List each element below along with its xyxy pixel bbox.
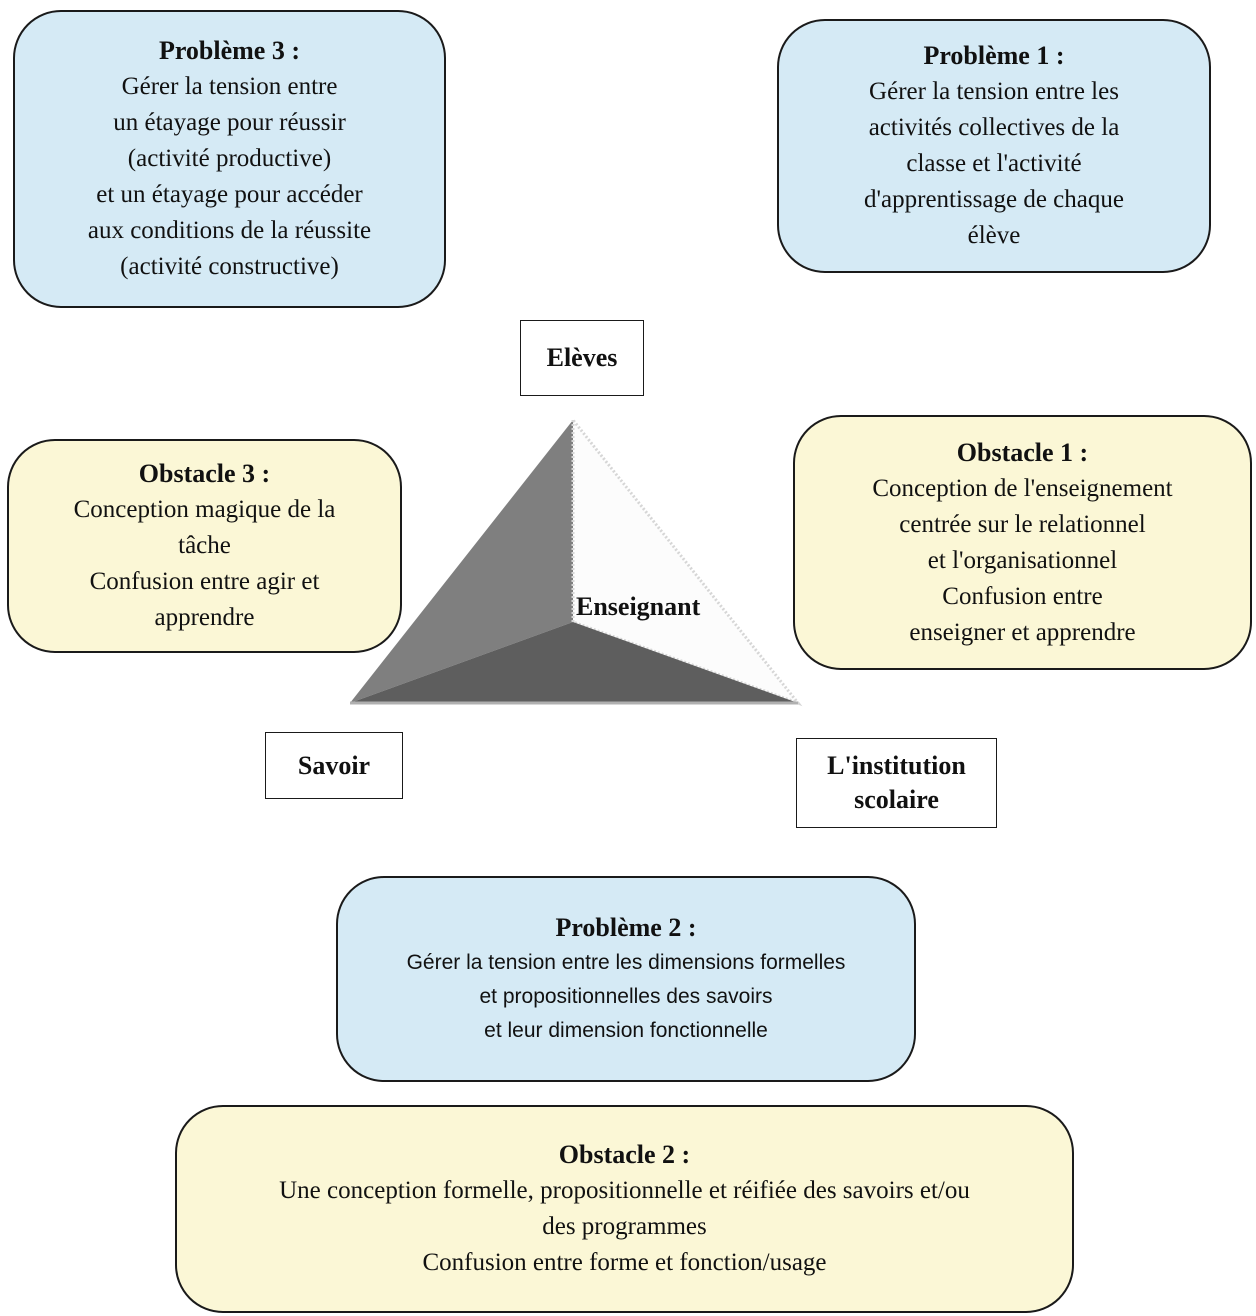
problem-1-box: Problème 1 : Gérer la tension entre les … <box>777 19 1211 273</box>
obstacle-1-box: Obstacle 1 : Conception de l'enseignemen… <box>793 415 1252 670</box>
obstacle-1-line: et l'organisationnel <box>927 546 1118 574</box>
problem-2-line: Gérer la tension entre les dimensions fo… <box>406 951 846 974</box>
pyramid-face-left <box>350 420 573 703</box>
problem-3-line: Gérer la tension entre <box>121 73 338 100</box>
obstacle-3-title: Obstacle 3 : <box>138 459 271 488</box>
vertex-label-institution-line2: scolaire <box>854 785 939 814</box>
obstacle-1-line: Conception de l'enseignement <box>872 474 1173 502</box>
problem-1-line: d'apprentissage de chaque <box>864 186 1124 213</box>
problem-2-line: et leur dimension fonctionnelle <box>484 1019 768 1042</box>
problem-3-line: (activité productive) <box>127 145 332 172</box>
vertex-label-eleves: Elèves <box>520 320 644 396</box>
obstacle-3-line: Conception magique de la <box>73 496 336 523</box>
problem-2-line: et propositionnelles des savoirs <box>479 985 773 1008</box>
obstacle-2-box: Obstacle 2 : Une conception formelle, pr… <box>175 1105 1074 1313</box>
problem-3-box: Problème 3 : Gérer la tension entre un é… <box>13 10 446 308</box>
obstacle-3-line: Confusion entre agir et <box>89 568 320 595</box>
obstacle-3-line: tâche <box>178 532 231 559</box>
obstacle-2-line: Confusion entre forme et fonction/usage <box>422 1249 827 1276</box>
vertex-label-enseignant: Enseignant <box>576 592 701 621</box>
problem-3-line: et un étayage pour accéder <box>96 181 363 208</box>
problem-1-title: Problème 1 : <box>923 41 1065 70</box>
pyramid-face-bottom <box>350 622 798 703</box>
vertex-label-institution: L'institution scolaire <box>796 738 997 828</box>
problem-2-box: Problème 2 : Gérer la tension entre les … <box>336 876 916 1082</box>
problem-2-title: Problème 2 : <box>555 913 697 942</box>
obstacle-1-line: centrée sur le relationnel <box>899 510 1146 538</box>
obstacle-3-box: Obstacle 3 : Conception magique de la tâ… <box>7 439 402 653</box>
problem-3-title: Problème 3 : <box>158 36 301 65</box>
problem-1-line: classe et l'activité <box>906 150 1082 177</box>
obstacle-2-title: Obstacle 2 : <box>558 1140 691 1169</box>
obstacle-2-line: des programmes <box>542 1213 707 1240</box>
obstacle-1-line: Confusion entre <box>942 582 1103 610</box>
problem-1-line: élève <box>967 222 1021 249</box>
vertex-label-institution-line1: L'institution <box>827 751 966 780</box>
vertex-label-savoir-text: Savoir <box>297 750 371 780</box>
problem-3-line: un étayage pour réussir <box>113 109 346 136</box>
obstacle-1-title: Obstacle 1 : <box>956 437 1089 467</box>
obstacle-1-line: enseigner et apprendre <box>909 618 1136 646</box>
problem-1-line: activités collectives de la <box>868 114 1120 141</box>
problem-3-line: aux conditions de la réussite <box>87 217 372 244</box>
obstacle-3-line: apprendre <box>154 604 255 631</box>
vertex-label-savoir: Savoir <box>265 732 403 799</box>
problem-3-line: (activité constructive) <box>120 253 339 280</box>
obstacle-2-line: Une conception formelle, propositionnell… <box>279 1177 970 1204</box>
vertex-label-eleves-text: Elèves <box>546 343 618 372</box>
problem-1-line: Gérer la tension entre les <box>869 78 1119 105</box>
